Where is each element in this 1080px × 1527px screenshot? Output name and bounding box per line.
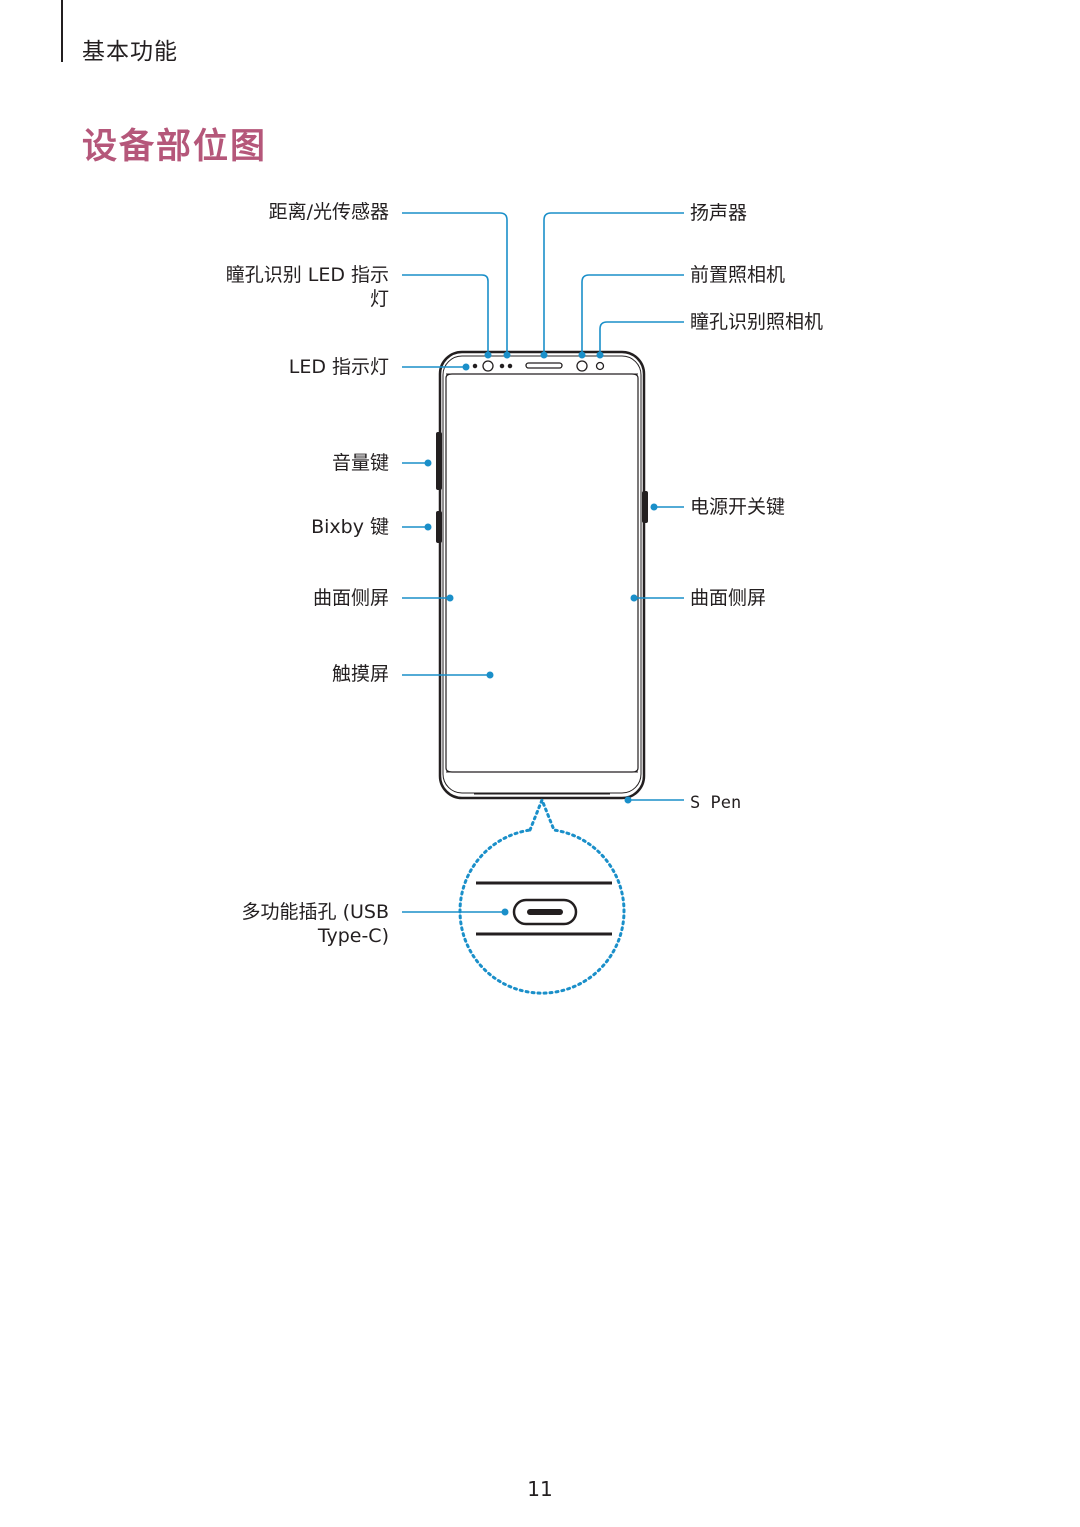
label-volume-key: 音量键: [331, 452, 389, 474]
iris-camera-lens: [595, 361, 605, 371]
iris-led-dot-1: [499, 363, 505, 369]
label-iris-led-line2: 灯: [369, 288, 389, 310]
label-power-key: 电源开关键: [690, 496, 786, 518]
section-title: 基本功能: [82, 39, 178, 65]
phone-illustration: [438, 350, 646, 800]
top-sensors: [472, 360, 605, 372]
phone-outer-frame: [438, 350, 646, 800]
callout-dot: [484, 351, 492, 359]
section-rule: [61, 0, 63, 62]
front-camera-lens: [576, 360, 588, 372]
label-led-indicator: LED 指示灯: [288, 356, 389, 378]
usb-c-port-inner: [527, 909, 563, 915]
label-front-camera: 前置照相机: [690, 264, 786, 286]
page-number: 11: [527, 1477, 553, 1501]
page-title: 设备部位图: [82, 127, 268, 167]
callout-dot: [486, 671, 494, 679]
callout-lines: [402, 212, 684, 913]
callout-dot: [503, 351, 511, 359]
phone-inner-frame: [442, 355, 642, 794]
callout-dot: [501, 908, 509, 916]
label-multipurpose-jack-line2: Type-C): [317, 925, 389, 947]
callout-dot: [462, 363, 470, 371]
label-proximity-light-sensor: 距离/光传感器: [268, 201, 389, 223]
label-bixby-key: Bixby 键: [311, 516, 389, 538]
volume-key-shape: [436, 432, 442, 490]
label-iris-camera: 瞳孔识别照相机: [690, 311, 824, 333]
callout-dot: [540, 351, 548, 359]
callout-dot: [624, 796, 632, 804]
bixby-key-shape: [436, 511, 442, 543]
port-zoom-bubble: [458, 795, 626, 995]
label-multipurpose-jack-line1: 多功能插孔 (USB: [241, 901, 389, 923]
proximity-sensor-dot: [482, 360, 494, 372]
phone-screen: [445, 373, 639, 773]
callout-dot: [630, 594, 638, 602]
callout-dot: [650, 503, 658, 511]
label-speaker: 扬声器: [690, 202, 748, 224]
iris-led-dot-2: [507, 363, 513, 369]
power-key-shape: [642, 491, 648, 523]
callout-dot: [578, 351, 586, 359]
label-iris-led-line1: 瞳孔识别 LED 指示: [225, 264, 389, 286]
label-edge-screen-right: 曲面侧屏: [690, 587, 767, 609]
callout-dot: [446, 594, 454, 602]
label-edge-screen-left: 曲面侧屏: [312, 587, 389, 609]
label-touchscreen: 触摸屏: [331, 663, 389, 685]
callout-dot: [424, 459, 432, 467]
callout-dots: [424, 351, 658, 916]
callout-dot: [596, 351, 604, 359]
label-s-pen: S Pen: [690, 793, 742, 813]
speaker-grille: [525, 362, 563, 369]
callout-dot: [424, 523, 432, 531]
led-indicator-dot: [472, 363, 478, 369]
